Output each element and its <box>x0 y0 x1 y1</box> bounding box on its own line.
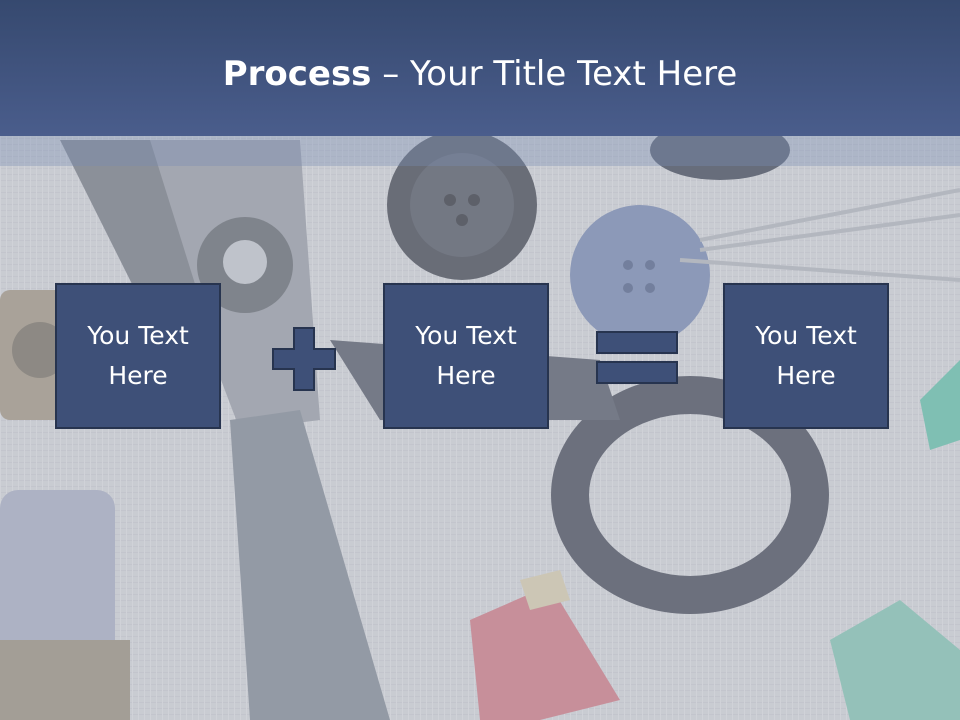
title-divider-strip <box>0 136 960 166</box>
slide-title: Process – Your Title Text Here <box>0 52 960 96</box>
slide-title-rest: – Your Title Text Here <box>371 54 738 94</box>
process-step-3[interactable]: You Text Here <box>723 283 889 429</box>
process-step-1[interactable]: You Text Here <box>55 283 221 429</box>
process-step-1-label: You Text Here <box>87 321 189 390</box>
slide-title-bold: Process <box>222 54 372 94</box>
process-step-2-label: You Text Here <box>415 321 517 390</box>
process-step-2[interactable]: You Text Here <box>383 283 549 429</box>
title-bar <box>0 0 960 136</box>
equals-icon <box>596 331 678 384</box>
process-step-3-label: You Text Here <box>755 321 857 390</box>
plus-icon <box>272 327 336 391</box>
